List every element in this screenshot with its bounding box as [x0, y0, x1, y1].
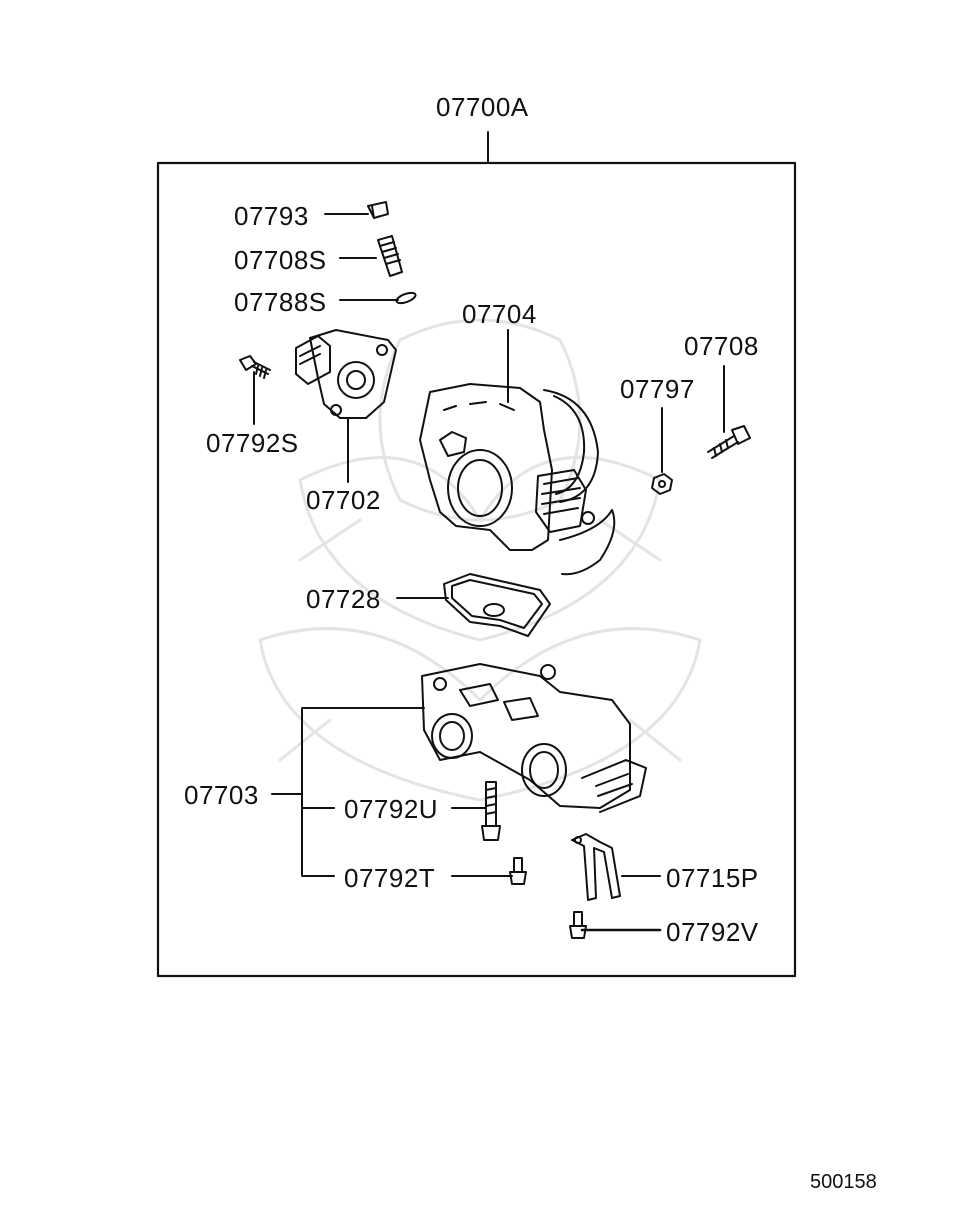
o-ring-drawing: [395, 291, 417, 305]
document-number: 500158: [810, 1171, 877, 1193]
sensor-screw-drawing: [239, 355, 271, 379]
part-label-07792T: 07792T: [344, 863, 436, 893]
nut-drawing: [651, 473, 673, 495]
part-label-07797: 07797: [620, 374, 695, 404]
gasket-drawing: [443, 573, 551, 637]
bracket-drawing: [571, 833, 621, 901]
part-label-07728: 07728: [306, 584, 381, 614]
assembly-frame: [156, 161, 797, 978]
leader-07703: [301, 707, 425, 877]
part-label-07703: 07703: [184, 780, 259, 810]
cap-part-drawing: [367, 201, 389, 219]
short-screw-drawing: [509, 857, 527, 885]
part-label-07704: 07704: [462, 299, 537, 329]
part-label-07792U: 07792U: [344, 794, 439, 824]
part-label-07793: 07793: [234, 201, 309, 231]
part-label-07792S: 07792S: [206, 428, 299, 458]
spring-plunger-drawing: [377, 235, 403, 277]
watermark-logo: [258, 318, 702, 802]
part-label-07702: 07702: [306, 485, 381, 515]
idle-air-control-body-drawing: [421, 663, 647, 813]
part-label-07792V: 07792V: [666, 917, 759, 947]
assembly-code-label: 07700A: [436, 92, 529, 122]
long-screw-drawing: [481, 781, 501, 841]
bracket-screw-drawing: [569, 911, 587, 939]
bolt-drawing: [707, 425, 751, 459]
throttle-position-sensor-drawing: [295, 329, 397, 419]
part-label-07708S: 07708S: [234, 245, 327, 275]
part-label-07708: 07708: [684, 331, 759, 361]
part-label-07788S: 07788S: [234, 287, 327, 317]
part-label-07715P: 07715P: [666, 863, 759, 893]
throttle-body-drawing: [419, 383, 616, 576]
